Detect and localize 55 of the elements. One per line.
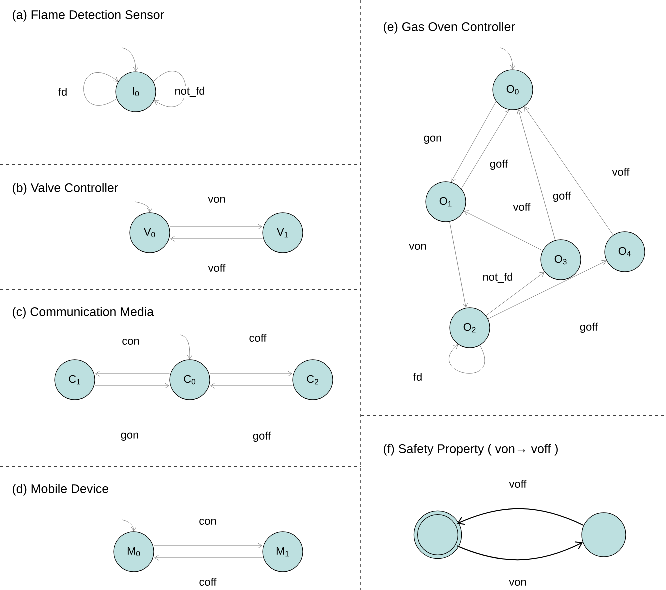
arrow: [461, 110, 510, 190]
edge-label: goff: [488, 158, 510, 172]
arrow: [450, 222, 468, 308]
edge-label: voff: [611, 166, 631, 177]
arrow: [488, 260, 607, 320]
arrow: [95, 383, 170, 389]
panel-title: (b) Valve Controller: [12, 183, 118, 195]
accepting-state-circle: [414, 510, 462, 560]
edge-label: con: [198, 518, 218, 526]
loop-arrow: [153, 71, 186, 108]
edge-label: not_fd: [482, 272, 514, 284]
edge-label: not_fd: [174, 86, 206, 98]
arrow: [96, 371, 170, 377]
arrow: [457, 508, 584, 526]
panel-title: (a) Flame Detection Sensor: [12, 10, 164, 22]
panel-title: (d) Mobile Device: [12, 484, 109, 496]
arrow: [170, 236, 263, 242]
edge-label: goff: [552, 190, 572, 204]
panel-title: (c) Communication Media: [12, 307, 154, 319]
panel-title: (f) Safety Property ( von→ voff ): [384, 444, 558, 456]
edge-label: gon: [120, 432, 140, 442]
arrow: [456, 542, 584, 561]
edge-label: von: [508, 578, 528, 587]
arrow: [210, 371, 292, 377]
panel-title: (e) Gas Oven Controller: [384, 22, 516, 34]
initial-arrow: [122, 520, 137, 532]
edge-label: von: [408, 242, 428, 251]
edge-label: con: [121, 338, 141, 346]
edge-label: fd: [412, 372, 424, 382]
edge-label: von: [207, 196, 227, 204]
edge-label: fd: [57, 86, 69, 97]
edge-label: goff: [578, 322, 600, 334]
arrow: [517, 110, 556, 241]
state-circle: [582, 512, 626, 558]
edge-label: voff: [508, 478, 528, 489]
arrow: [524, 106, 614, 236]
edge-label: coff: [248, 332, 268, 343]
arrow: [154, 555, 263, 561]
arrow: [464, 210, 544, 252]
initial-arrow: [500, 48, 516, 70]
initial-arrow: [180, 334, 193, 360]
arrow: [170, 224, 262, 230]
arrow: [486, 272, 545, 316]
edge-label: gon: [422, 134, 444, 146]
loop-arrow: [449, 344, 486, 374]
initial-arrow: [122, 48, 139, 72]
arrow: [451, 101, 497, 182]
edge-label: goff: [252, 430, 272, 444]
edge-label: coff: [198, 576, 218, 587]
edge-label: voff: [207, 262, 227, 273]
arrow: [154, 543, 262, 549]
loop-arrow: [84, 72, 118, 106]
edge-label: voff: [512, 202, 532, 212]
initial-arrow: [134, 202, 153, 212]
arrow: [210, 383, 293, 389]
